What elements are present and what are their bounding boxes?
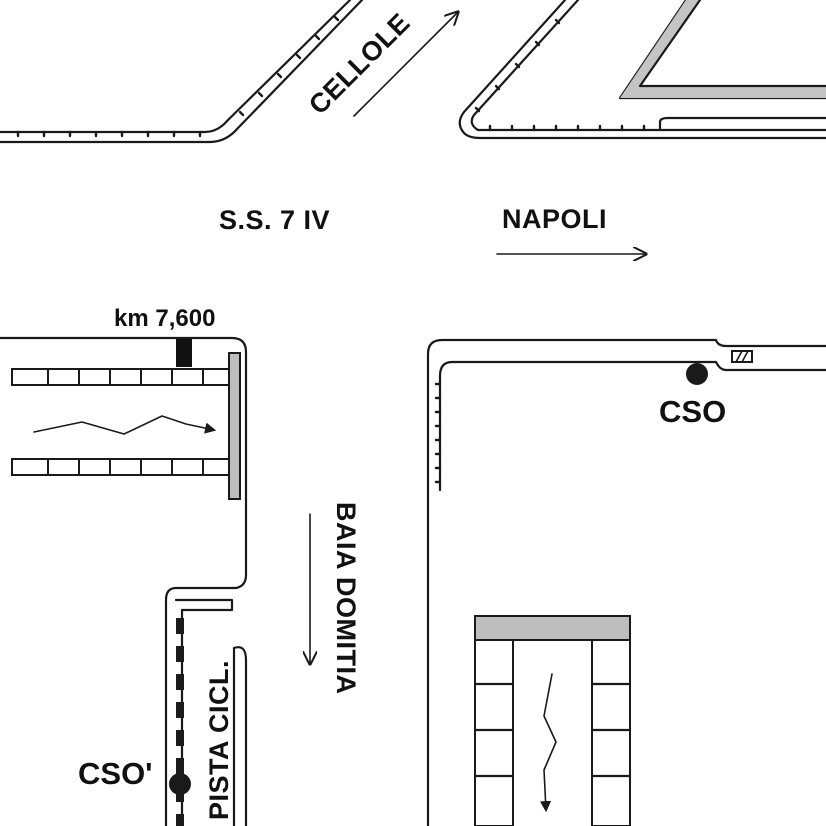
- km-label: km 7,600: [114, 305, 215, 332]
- road-edge-top-left: [0, 0, 364, 144]
- cellole-label: CELLOLE: [303, 7, 416, 120]
- flow-path-left: [33, 415, 217, 435]
- flow-path-right: [539, 673, 557, 813]
- bike-lane: PISTA CICL.: [174, 598, 248, 826]
- monitoring-point-cso-prime: CSO': [78, 756, 191, 795]
- road-edge-top-right: [458, 0, 826, 140]
- side-lane-entry: [11, 352, 241, 500]
- cso-label: CSO: [659, 394, 726, 429]
- pista-cicl-label: PISTA CICL.: [204, 660, 234, 820]
- cso-prime-label: CSO': [78, 756, 153, 791]
- road-edge-left-block: [0, 336, 248, 826]
- cso-prime-dot-icon: [169, 773, 191, 795]
- traffic-island-top-right: [618, 0, 826, 100]
- baia-domitia-label: BAIA DOMITIA: [331, 502, 361, 694]
- road-edge-right-block: [426, 338, 826, 826]
- cso-dot-icon: [686, 363, 708, 385]
- monitoring-point-cso: CSO: [659, 363, 726, 429]
- parking-structure: [473, 615, 632, 826]
- ss7-label: S.S. 7 IV: [219, 205, 330, 235]
- km-marker: km 7,600: [114, 305, 215, 367]
- arrow-cellole: [353, 12, 458, 117]
- direction-arrows: [310, 12, 646, 664]
- napoli-label: NAPOLI: [502, 204, 607, 234]
